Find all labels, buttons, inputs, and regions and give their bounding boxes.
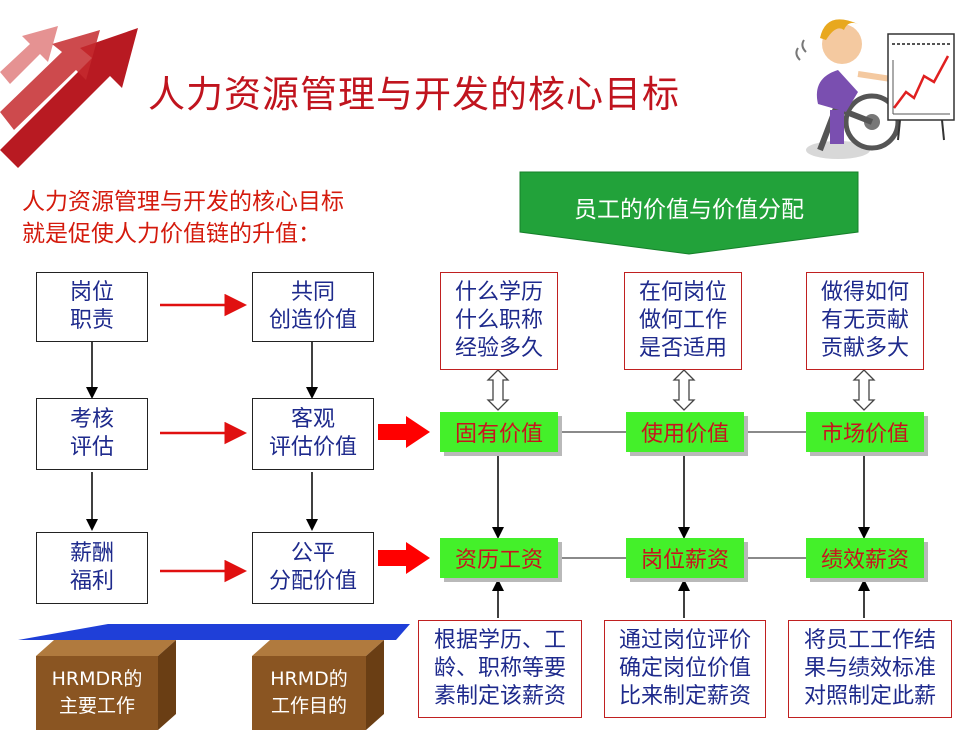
info-line: 确定岗位价值 — [618, 656, 751, 681]
info-line: 做得如何 — [820, 280, 909, 305]
info-line: 比来制定薪资 — [618, 684, 751, 709]
subtitle-line-1: 人力资源管理与开发的核心目标 — [22, 189, 344, 215]
info-qualification: 什么学历 什么职称 经验多久 — [440, 272, 558, 370]
brown-line: HRMDR的 — [51, 668, 143, 690]
salary-box-performance: 绩效薪资 — [806, 538, 924, 578]
subtitle: 人力资源管理与开发的核心目标 就是促使人力价值链的升值： — [22, 186, 344, 250]
subtitle-line-2: 就是促使人力价值链的升值： — [22, 221, 321, 247]
info-line: 什么学历 — [454, 280, 543, 305]
double-arrow-3 — [852, 369, 876, 411]
info-line: 通过岗位评价 — [618, 628, 751, 653]
brown-line: 工作目的 — [270, 695, 347, 717]
info-line: 对照制定此薪 — [803, 684, 936, 709]
blue-platform — [18, 624, 410, 640]
box-line: 评估 — [69, 435, 114, 460]
salary-box-seniority: 资历工资 — [440, 538, 558, 578]
value-box-market: 市场价值 — [806, 412, 924, 452]
info-line: 有无贡献 — [820, 308, 909, 333]
box-line: 评估价值 — [268, 435, 357, 460]
brown-block-1-label: HRMDR的 主要工作 — [36, 666, 158, 720]
info-line: 什么职称 — [454, 308, 543, 333]
info-line: 经验多久 — [454, 336, 543, 361]
info-position: 在何岗位 做何工作 是否适用 — [624, 272, 742, 370]
box-line: 薪酬 — [69, 541, 114, 566]
red-arrow-graphic — [0, 26, 138, 168]
info-line: 素制定该薪资 — [433, 684, 566, 709]
value-box-intrinsic: 固有价值 — [440, 412, 558, 452]
cyclist-icon — [795, 19, 901, 159]
box-line: 岗位 — [69, 280, 114, 305]
box-line: 福利 — [69, 569, 114, 594]
brown-block-2 — [252, 640, 384, 730]
info-line: 将员工工作结 — [803, 628, 936, 653]
info-line: 贡献多大 — [820, 336, 909, 361]
line-chart-icon — [887, 33, 955, 141]
banner-label: 员工的价值与价值分配 — [574, 197, 804, 223]
box-line: 分配价值 — [268, 569, 357, 594]
info-contribution: 做得如何 有无贡献 贡献多大 — [806, 272, 924, 370]
brown-line: 主要工作 — [58, 695, 135, 717]
box-line: 公平 — [290, 541, 335, 566]
box-line: 职责 — [69, 308, 114, 333]
info-line: 根据学历、工 — [433, 628, 566, 653]
info-line: 果与绩效标准 — [803, 656, 936, 681]
box-line: 共同 — [290, 280, 335, 305]
block-arrow-1 — [378, 416, 430, 448]
brown-block-2-label: HRMD的 工作目的 — [252, 666, 366, 720]
info-line: 做何工作 — [638, 308, 727, 333]
box-line: 考核 — [69, 407, 114, 432]
info-line: 是否适用 — [638, 336, 727, 361]
double-arrow-1 — [486, 369, 510, 411]
box-evaluate-value: 客观评估价值 — [252, 398, 374, 470]
page-title: 人力资源管理与开发的核心目标 — [148, 73, 680, 116]
info-position-rule: 通过岗位评价 确定岗位价值 比来制定薪资 — [604, 620, 766, 718]
info-line: 在何岗位 — [638, 280, 727, 305]
brown-line: HRMD的 — [270, 668, 348, 690]
box-line: 创造价值 — [268, 308, 357, 333]
brown-block-1 — [36, 640, 176, 730]
double-arrow-2 — [672, 369, 696, 411]
salary-box-position: 岗位薪资 — [626, 538, 744, 578]
box-line: 客观 — [290, 407, 335, 432]
value-box-use: 使用价值 — [626, 412, 744, 452]
box-position-duty: 岗位职责 — [36, 272, 148, 342]
box-compensation: 薪酬福利 — [36, 532, 148, 604]
box-assessment: 考核评估 — [36, 398, 148, 470]
block-arrow-2 — [378, 542, 430, 574]
info-performance-rule: 将员工工作结 果与绩效标准 对照制定此薪 — [788, 620, 952, 718]
box-distribute-value: 公平分配价值 — [252, 532, 374, 604]
info-seniority-rule: 根据学历、工 龄、职称等要 素制定该薪资 — [418, 620, 582, 718]
info-line: 龄、职称等要 — [433, 656, 566, 681]
box-create-value: 共同创造价值 — [252, 272, 374, 342]
